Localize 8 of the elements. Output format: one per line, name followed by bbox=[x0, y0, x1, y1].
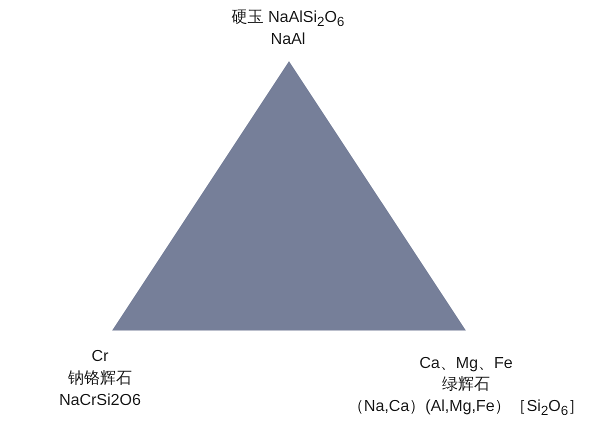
vertex-label: NaAl bbox=[270, 31, 306, 49]
vertex-label: 硬玉 NaAlSi$_{2}$O$_{6}$ bbox=[232, 9, 344, 32]
vertex-label: 绿辉石 bbox=[442, 376, 490, 394]
vertex-label: （Na,Ca）(Al,Mg,Fe）［Si$_{2}$O$_{6}$］ bbox=[348, 398, 584, 420]
vertex-label: NaCrSi2O6 bbox=[59, 392, 141, 410]
vertex-label: Cr bbox=[92, 348, 108, 366]
vertex-label: Ca、Mg、Fe bbox=[419, 355, 513, 373]
vertex-label: 钠铬辉石 bbox=[68, 370, 132, 388]
